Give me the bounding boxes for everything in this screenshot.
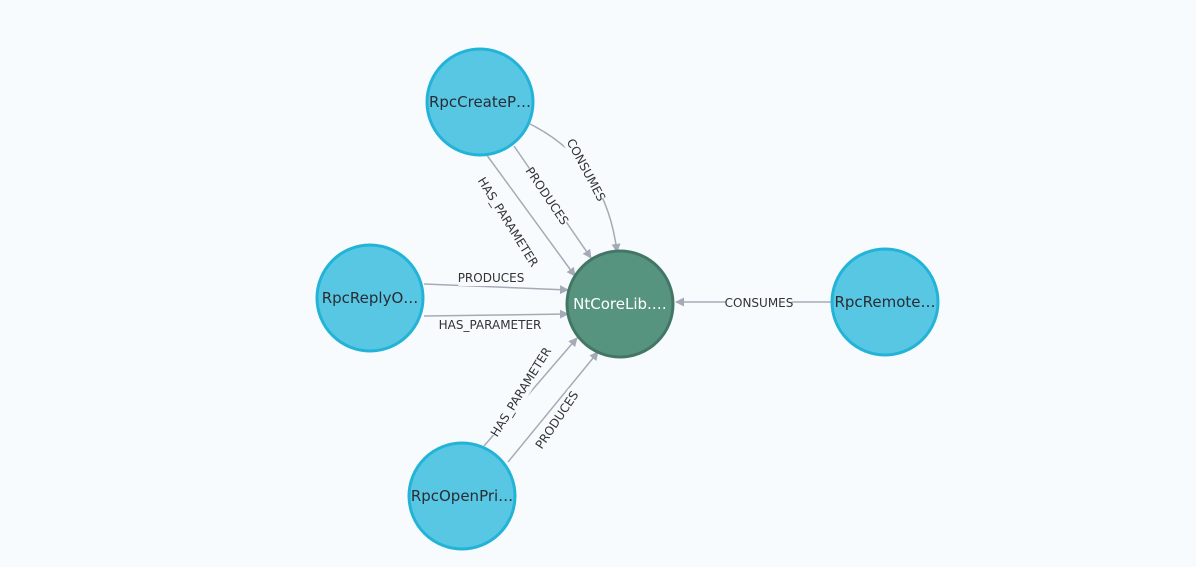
- relationship-open-produces[interactable]: PRODUCES: [507, 351, 599, 463]
- relationship-label-background: [726, 295, 792, 311]
- relationship-label: PRODUCES: [458, 271, 525, 285]
- relationship-label-group: HAS_PARAMETER: [474, 174, 542, 270]
- relationship-label-background: [487, 344, 555, 440]
- relationship-label: HAS_PARAMETER: [439, 318, 542, 332]
- relationship-label: PRODUCES: [523, 164, 572, 227]
- relationship-reply-produces[interactable]: PRODUCES: [423, 270, 569, 295]
- nodes-layer: RpcCreateP…RpcReplyO… RpcOpenPri… RpcRemot…: [315, 47, 940, 551]
- relationship-label: HAS_PARAMETER: [475, 175, 541, 270]
- relationship-label-background: [438, 317, 542, 333]
- relationship-line[interactable]: [507, 351, 599, 463]
- relationship-label-background: [522, 164, 572, 228]
- relationship-label-group: CONSUMES: [563, 136, 609, 204]
- relationship-label: CONSUMES: [564, 136, 609, 203]
- relationship-line[interactable]: [485, 153, 576, 277]
- relationship-reply-has-parameter[interactable]: HAS_PARAMETER: [423, 309, 569, 333]
- relationship-label: PRODUCES: [533, 388, 582, 451]
- relationship-label-group: HAS_PARAMETER: [438, 317, 542, 333]
- node-circle[interactable]: [407, 441, 517, 551]
- node-open[interactable]: RpcOpenPri…: [407, 441, 517, 551]
- relationship-label-background: [532, 388, 582, 452]
- node-circle[interactable]: [425, 47, 535, 157]
- node-circle[interactable]: [315, 243, 425, 353]
- node-reply[interactable]: RpcReplyO…: [315, 243, 425, 353]
- relationship-label-group: PRODUCES: [458, 270, 525, 286]
- relationship-remote-consumes[interactable]: CONSUMES: [675, 295, 831, 311]
- relationship-line[interactable]: [423, 309, 569, 319]
- relationship-label-background: [458, 270, 524, 286]
- relationship-line[interactable]: [423, 283, 569, 295]
- relationship-open-has-parameter[interactable]: HAS_PARAMETER: [483, 337, 578, 447]
- relationship-label: CONSUMES: [725, 296, 794, 310]
- relationship-label-group: PRODUCES: [522, 164, 572, 228]
- relationship-label-background: [563, 137, 609, 203]
- node-create[interactable]: RpcCreateP…: [425, 47, 535, 157]
- node-remote[interactable]: RpcRemote…: [830, 247, 940, 357]
- relationship-label-background: [474, 174, 542, 270]
- node-circle[interactable]: [830, 247, 940, 357]
- node-circle[interactable]: [565, 249, 675, 359]
- relationship-label-group: PRODUCES: [532, 388, 582, 452]
- relationship-label-group: CONSUMES: [725, 295, 794, 311]
- node-core[interactable]: NtCoreLib.…: [565, 249, 675, 359]
